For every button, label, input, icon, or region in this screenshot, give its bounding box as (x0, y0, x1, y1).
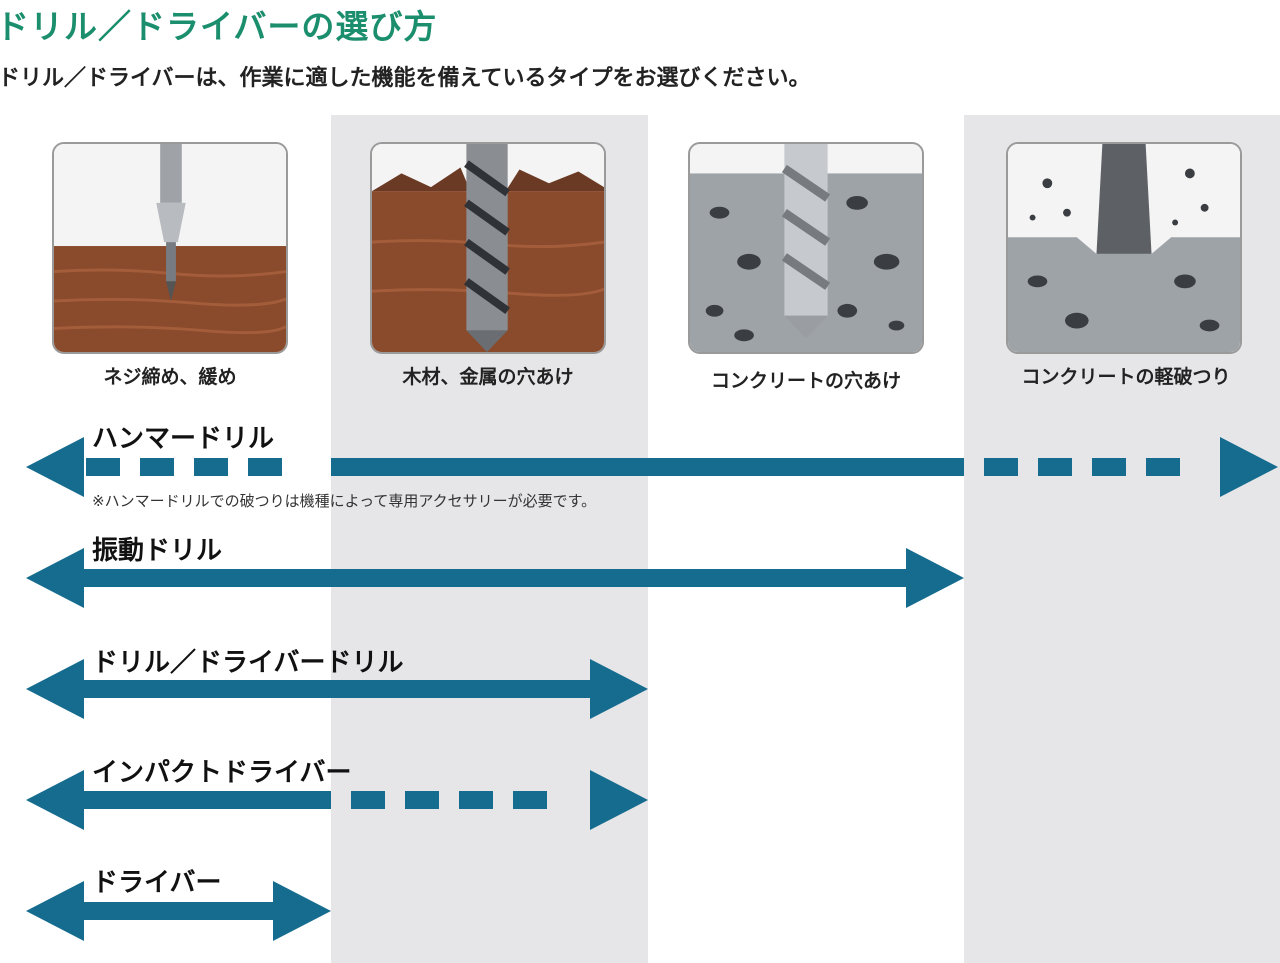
tool-label-vibration-drill: 振動ドリル (92, 536, 223, 566)
arrow-1-dash-lead (248, 458, 282, 476)
arrow-3-right-head (590, 659, 648, 719)
tool-label-impact-driver: インパクトドライバー (92, 758, 352, 788)
screw-in-wood-icon (52, 142, 288, 354)
drill-bit-in-concrete-icon (688, 142, 924, 354)
tool-label-hammer-drill: ハンマードリル (92, 424, 275, 454)
page-title: ドリル／ドライバーの選び方 (0, 7, 438, 46)
arrow-5-shaft (82, 902, 275, 920)
hammer-drill-note: ※ハンマードリルでの破つりは機種によって専用アクセサリーが必要です。 (92, 492, 597, 510)
arrow-4-dash-tail (405, 791, 439, 809)
arrow-3-shaft (82, 680, 592, 698)
arrow-1-shaft (331, 458, 964, 476)
arrow-5-right-head (273, 881, 331, 941)
arrow-1-dash-lead (194, 458, 228, 476)
drill-bit-in-wood-icon (370, 142, 606, 354)
tool-label-driver: ドライバー (92, 868, 222, 898)
arrow-4-dash-tail (513, 791, 547, 809)
arrow-1-dash-tail (984, 458, 1018, 476)
arrow-5-left-head (26, 881, 84, 941)
arrow-1-dash-lead (86, 458, 120, 476)
arrow-4-dash-tail (351, 791, 385, 809)
arrow-4-left-head (26, 770, 84, 830)
arrow-2-shaft (82, 569, 908, 587)
chisel-in-concrete-icon (1006, 142, 1242, 354)
arrow-1-dash-tail (1092, 458, 1126, 476)
arrow-1-left-head (26, 437, 84, 497)
arrow-2-right-head (906, 548, 964, 608)
column-caption-wood-metal: 木材、金属の穴あけ (402, 366, 574, 388)
arrow-1-dash-tail (1146, 458, 1180, 476)
arrow-1-dash-lead (140, 458, 174, 476)
arrow-1-right-head (1220, 437, 1278, 497)
column-caption-screw: ネジ締め、緩め (103, 366, 237, 388)
page-subtitle: ドリル／ドライバーは、作業に適した機能を備えているタイプをお選びください。 (0, 66, 811, 91)
column-caption-concrete-drilling: コンクリートの穴あけ (710, 370, 901, 392)
tool-label-driver-drill: ドリル／ドライバードリル (92, 648, 404, 678)
column-caption-concrete-chipping: コンクリートの軽破つり (1021, 366, 1231, 388)
arrow-3-left-head (26, 659, 84, 719)
arrow-4-right-head (590, 770, 648, 830)
arrow-2-left-head (26, 548, 84, 608)
arrow-4-shaft (82, 791, 331, 809)
arrow-4-dash-tail (459, 791, 493, 809)
arrow-1-dash-tail (1038, 458, 1072, 476)
